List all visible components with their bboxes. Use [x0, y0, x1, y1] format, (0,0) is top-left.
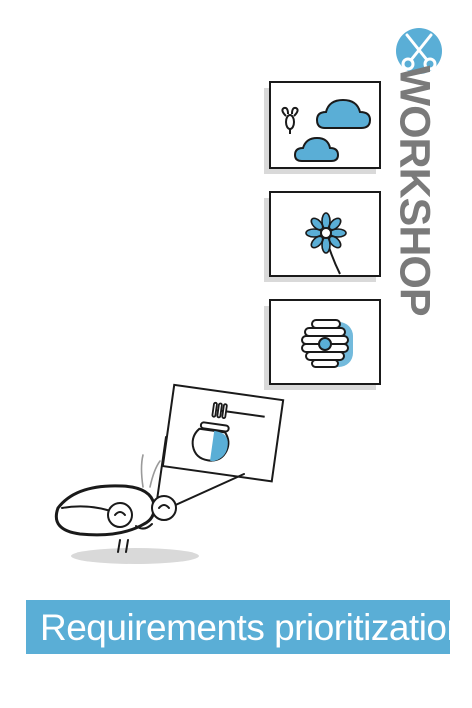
flower-icon [305, 212, 347, 275]
bee-icon [281, 106, 299, 134]
honey-jar-icon [191, 401, 265, 462]
title-banner: Requirements prioritization [26, 600, 467, 654]
page-title: Requirements prioritization [40, 606, 467, 648]
scissors-icon [396, 28, 442, 74]
ground-shadow [71, 548, 199, 564]
workshop-label: WORKSHOP [388, 65, 440, 315]
beehive-icon [301, 319, 353, 368]
held-card [161, 383, 285, 483]
workshop-text: WORKSHOP [390, 65, 439, 315]
bug-character [54, 436, 245, 553]
cloud-small-icon [293, 136, 340, 162]
card-beehive [264, 299, 381, 390]
card-bee-clouds [264, 81, 381, 174]
card-flower [264, 191, 381, 282]
cloud-large-icon [315, 98, 372, 129]
